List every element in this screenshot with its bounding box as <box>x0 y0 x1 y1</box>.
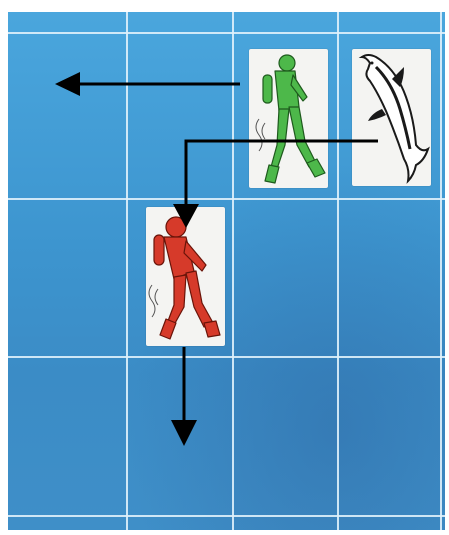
dolphin-card[interactable] <box>352 49 431 186</box>
red-diver-card[interactable] <box>146 207 225 346</box>
dolphin-icon <box>352 49 431 186</box>
red-diver-icon <box>146 207 225 346</box>
grid-line-horizontal <box>8 198 445 200</box>
grid-line-horizontal <box>8 32 445 34</box>
green-diver-icon <box>249 49 328 188</box>
green-diver-card[interactable] <box>249 49 328 188</box>
grid-line-vertical <box>232 12 234 530</box>
grid-line-vertical <box>126 12 128 530</box>
grid-line-horizontal <box>8 515 445 517</box>
grid-line-vertical <box>440 12 442 530</box>
grid-line-vertical <box>337 12 339 530</box>
grid-line-horizontal <box>8 356 445 358</box>
